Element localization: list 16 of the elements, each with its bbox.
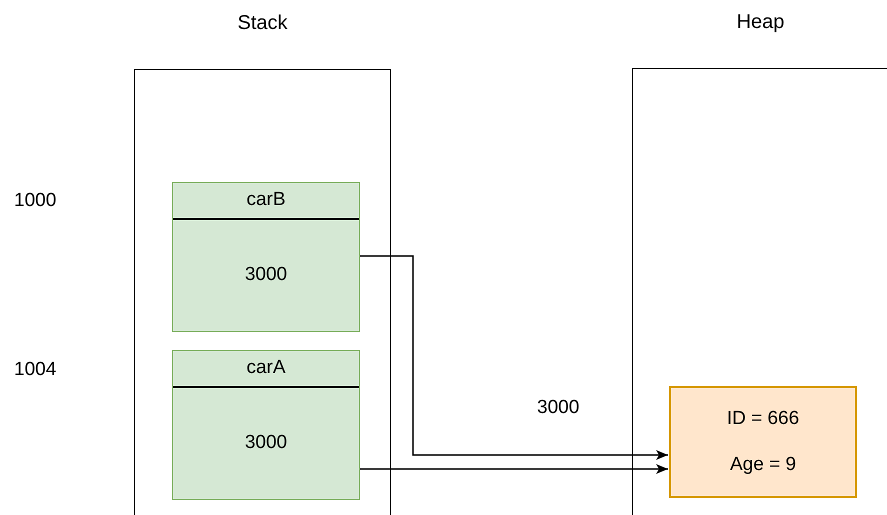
variable-value: 3000 (244, 431, 288, 456)
variable-box (172, 182, 360, 332)
panel-heading: Stack (237, 11, 288, 36)
pointer-arrow (359, 255, 668, 460)
address-label: 1004 (14, 358, 56, 382)
pointer-arrow (359, 464, 668, 474)
variable-box (172, 350, 360, 500)
object-field: Age = 9 (730, 450, 796, 480)
variable-name: carB (246, 188, 286, 212)
address-label: 3000 (537, 396, 580, 420)
variable-name: carA (246, 356, 286, 380)
object-box (669, 386, 857, 498)
panel-heading: Heap (736, 10, 784, 35)
address-label: 1000 (14, 189, 56, 213)
object-field: ID = 666 (726, 404, 800, 434)
variable-value: 3000 (244, 263, 288, 288)
